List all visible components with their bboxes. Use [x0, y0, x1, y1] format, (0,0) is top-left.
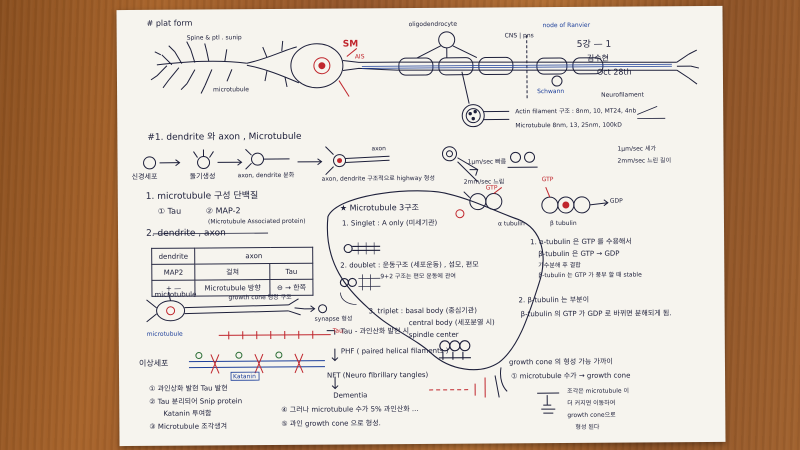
note-date: Oct 28th: [596, 67, 632, 77]
tau-item-5: ⑤ 과인 growth cone 으로 형성.: [281, 419, 381, 428]
phf-label: PHF ( paired helical filaments ): [340, 346, 449, 356]
dendrite-axon-table: dendrite axon MAP2 걸쳐 Tau + — Microtubul…: [151, 247, 313, 297]
table-cell: Tau: [269, 263, 313, 280]
section5-title: ★ Microtubule 3구조: [339, 203, 420, 213]
alpha-tubulin-label: α tubulin: [497, 220, 525, 228]
abnormal-list-3: Katanin 투여함: [163, 409, 212, 418]
speed-note-3: 1μm/sec 세가: [617, 145, 657, 153]
growth-cone-note-2: 더 커지면 이동하여: [567, 399, 616, 407]
development-stages: [143, 146, 538, 182]
tau-pathway-arrows: [326, 330, 500, 398]
tau-item-4: ④ 그러나 microtubule 수가 5% 과인산화 ...: [281, 405, 419, 414]
ais-label: AIS: [354, 53, 365, 61]
speed-note-1: 1μm/sec 빠름: [467, 158, 507, 166]
table-cell: 걸쳐: [195, 263, 271, 281]
course-label: 5강 — 1: [576, 39, 612, 50]
growth-cone-note-3: growth cone으로: [567, 411, 616, 419]
microtubule-sketch-label: microtubule: [154, 290, 197, 299]
stage3-label: axon, dendrite 분화: [237, 171, 295, 180]
table-cell: MAP2: [151, 264, 196, 281]
abnormal-list-2: ② Tau 분리되어 Snip protein: [149, 397, 243, 406]
protein-map2: ② MAP-2: [205, 206, 241, 216]
tubulin-item-2: 2. β-tubulin 는 부분이: [518, 295, 590, 305]
speed-note-2: 2mm/sec 느림: [463, 178, 505, 186]
stage1-label: 신경세포: [131, 172, 158, 182]
neurofilament-label: Neurofilament: [601, 91, 644, 99]
protein-map2-sub: (Microtubule Associated protein): [207, 217, 306, 226]
gdp-label: GDP: [609, 197, 623, 205]
growth-cone-item-1: ① microtubule 수가 → growth cone: [511, 371, 631, 381]
notes-sheet: # plat form 5강 — 1 김수현 Oct 28th Spine & …: [116, 5, 726, 447]
cns-pns-label: CNS | pns: [504, 32, 534, 40]
microtubule-structure-bubble: [326, 190, 544, 371]
handwritten-drawings: [143, 31, 700, 414]
microtubule-bar-label: microtubule: [146, 330, 183, 338]
tau-pathway-title: Tau - 과인산화 발현 시: [340, 327, 410, 336]
triplet-note-3: spindle center: [408, 330, 459, 340]
growth-cone-note: [500, 367, 560, 414]
microtubule-size-note: Microtubule 8nm, 13, 25nm, 100kD: [515, 121, 622, 130]
growth-cone-note-4: 형성 된다: [575, 423, 600, 431]
tubulin-item-1b: β-tubulin 은 GTP → GDP: [538, 249, 620, 259]
oligodendrocyte-label: oligodendrocyte: [408, 20, 458, 29]
nft-label: NFT (Neuro fibrillary tangles): [327, 370, 429, 380]
node-ranvier-label: node of Ranvier: [542, 21, 591, 30]
triplet-note: 3. triplet : basal body (중심기관): [368, 306, 477, 316]
tubulin-item-1: 1. α-tubulin 은 GTP 를 수용해서: [530, 237, 632, 247]
tubulin-item-2b: β-tubulin 의 GTP 가 GDP 로 바뀌면 분해되게 됨.: [520, 309, 672, 319]
gtp-label-2: GTP: [541, 176, 554, 184]
microtubule-label: microtubule: [213, 86, 250, 94]
header-tag: # plat form: [146, 18, 193, 28]
section2-title: 1. microtubule 구성 단백질: [145, 191, 259, 202]
dementia-label: Dementia: [333, 391, 368, 400]
growth-cone-title: growth cone 의 형성 가능 가까이: [508, 357, 613, 367]
section3-title: 2. dendrite , axon: [146, 228, 226, 239]
neuron-diagram: [150, 31, 700, 128]
growth-cone-sketch: [146, 291, 331, 381]
abnormal-list-1: ① 과인상화 발현 Tau 발현: [149, 384, 228, 393]
side-sketches: [637, 105, 666, 119]
abnormal-cell-label: 이상세포: [138, 358, 169, 368]
stage2-label: 돌기생성: [189, 172, 216, 181]
stage4-label: axon, dendrite 구조적으로 highway 형성: [321, 174, 435, 183]
stage4-axon-label: axon: [371, 145, 387, 153]
table-header: dendrite: [151, 248, 196, 265]
actin-structure-note: Actin filament 구조 : 8nm, 10, MT24, 4nb: [515, 107, 637, 116]
map-drawings: [153, 232, 269, 235]
tubulin-item-1d: β-tubulin 는 GTP 가 풍부 할 때 stable: [538, 271, 642, 280]
schwann-label: Schwann: [537, 87, 565, 96]
protein-tau: ① Tau: [157, 206, 182, 216]
synapse-label: synapse 형성: [314, 315, 353, 323]
tubulin-item-1c: 가수분해 후 결합: [538, 261, 581, 270]
doublet-sub-note: 9+2 구조는 편모 운동에 관여: [380, 272, 456, 281]
section1-title: #1. dendrite 와 axon , Microtubule: [147, 131, 302, 143]
sm-label: SM: [342, 39, 359, 50]
speed-note-4: 2mm/sec 느린 길이: [617, 157, 672, 165]
abnormal-list-4: ③ Microtubule 조각생겨: [149, 422, 228, 431]
singlet-note: 1. Singlet : A only (미세기관): [341, 218, 438, 228]
growth-cone-label: growth cone 팽창 구조: [228, 293, 292, 302]
beta-tubulin-label: β tubulin: [549, 219, 577, 228]
student-name: 김수현: [586, 53, 609, 63]
spine-label: Spine & ptl . sunip: [186, 34, 242, 42]
table-header: axon: [194, 247, 313, 265]
gtp-label-1: GTP: [485, 184, 498, 192]
growth-cone-note-1: 조각은 microtubule 이: [567, 387, 630, 395]
triplet-note-2: central body (세포분열 시): [408, 318, 495, 328]
katanin-label: Katanin: [233, 373, 256, 381]
doublet-note: 2. doublet : 운동구조 (세포운동) , 섬모, 편모: [340, 260, 479, 270]
tubulin-diagrams: [455, 186, 609, 219]
